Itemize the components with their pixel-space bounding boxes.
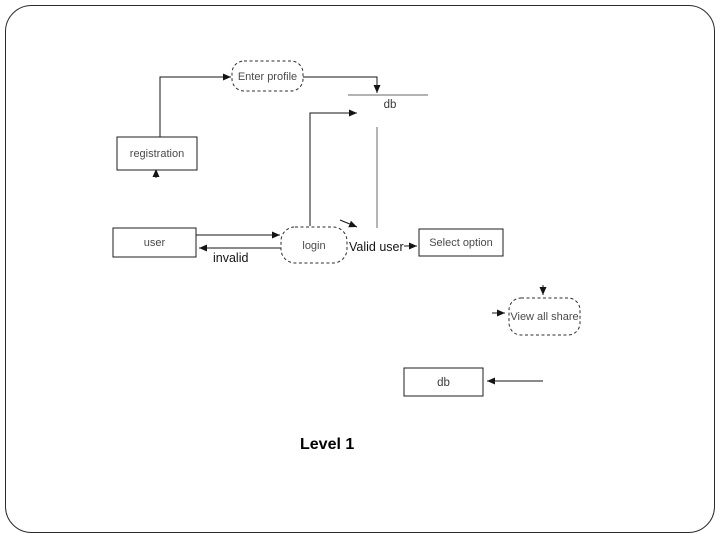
slide-border [5,5,715,533]
enter-profile-label: Enter profile [238,71,297,83]
flow-enter-profile-to-db [303,76,381,93]
flow-login-valid-user-stub [339,219,358,228]
registration-process: registration [116,136,198,171]
db-top-store-label: db [384,99,397,111]
user-entity: user [112,227,197,258]
db-store-bottom: db [403,367,484,397]
registration-label: registration [130,148,184,160]
flow-registration-to-enter-profile [159,73,231,137]
db-bottom-label: db [437,377,450,389]
login-process: login [280,226,348,264]
view-all-share-process: View all share [508,297,581,336]
select-option-process: Select option [418,228,504,257]
login-label: login [302,240,325,252]
view-all-share-label: View all share [510,311,578,323]
select-option-label: Select option [429,237,493,249]
valid-user-flow-label: Valid user [349,240,404,254]
diagram-title: Level 1 [300,436,354,453]
invalid-flow-label: invalid [213,251,248,265]
flow-login-to-db [309,109,357,226]
enter-profile-process: Enter profile [231,60,304,92]
user-label: user [144,237,166,249]
